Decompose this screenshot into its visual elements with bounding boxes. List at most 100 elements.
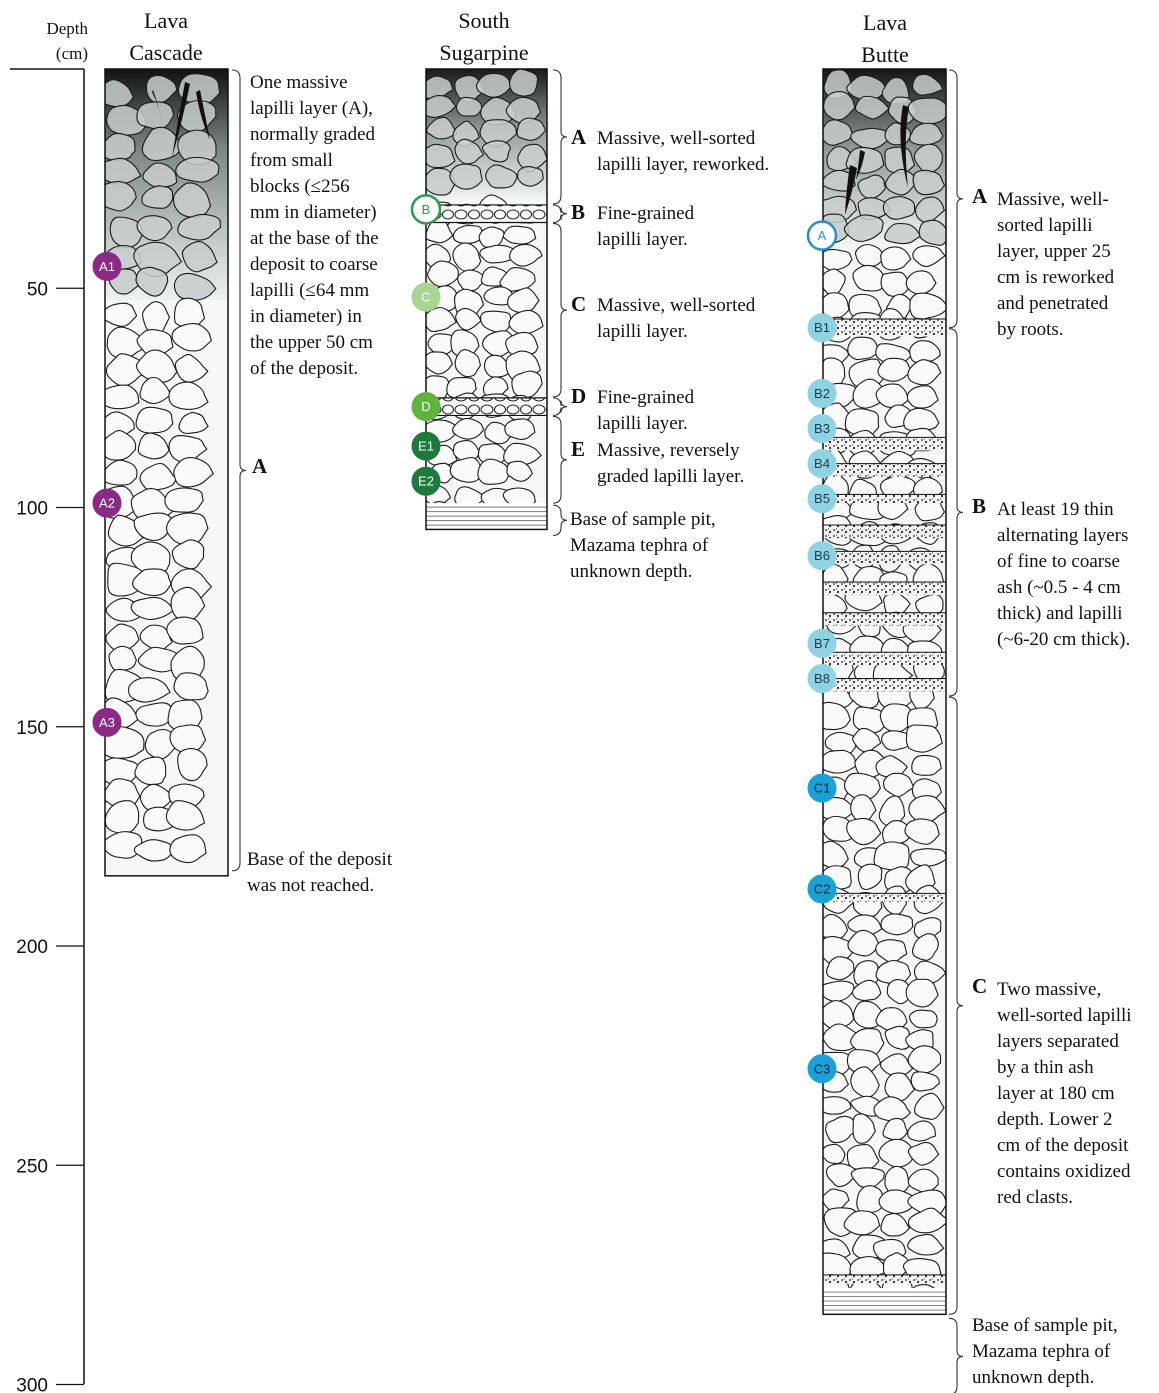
desc-lava-cascade: One massive lapilli layer (A), normally …	[247, 72, 393, 896]
desc-butte-line: contains oxidized	[997, 1161, 1131, 1182]
desc-butte-line: well-sorted lapilli	[997, 1005, 1132, 1026]
sample-marker-label: E1	[418, 439, 434, 454]
desc-butte-line: thick) and lapilli	[997, 603, 1123, 624]
unit-bracket	[949, 70, 963, 328]
sample-marker-label: B4	[814, 456, 830, 471]
desc-cascade-line: deposit to coarse	[250, 254, 378, 275]
sample-marker-label: A3	[99, 715, 115, 730]
desc-sugar-base: Base of sample pit,	[570, 509, 716, 530]
sample-marker-label: A1	[99, 259, 115, 274]
ash-layer	[823, 551, 946, 564]
sample-marker-label: B	[422, 202, 431, 217]
desc-butte-line: by roots.	[997, 319, 1064, 340]
unit-bracket	[553, 70, 567, 204]
clast	[450, 164, 482, 189]
desc-lava-butte: A Massive, well- sorted lapilli layer, u…	[972, 184, 1132, 1388]
desc-cascade-base: Base of the deposit	[247, 849, 393, 870]
title-lava-cascade-2: Cascade	[129, 40, 202, 65]
fine-layer-b	[426, 205, 547, 223]
ash-layer	[823, 652, 946, 665]
unit-letter-cascade-a: A	[252, 454, 268, 478]
desc-butte-line: (~6-20 cm thick).	[997, 629, 1130, 650]
unit-bracket	[553, 416, 567, 503]
ash-layer	[823, 464, 946, 477]
sample-marker-label: A2	[99, 496, 115, 511]
unit-letter-sugar-b: B	[571, 200, 585, 224]
clast	[910, 1010, 938, 1028]
desc-butte-base: Mazama tephra of	[972, 1341, 1111, 1362]
sample-marker-label: C2	[814, 881, 831, 896]
unit-bracket	[949, 697, 963, 1314]
unit-bracket	[553, 223, 567, 396]
ash-layer	[823, 679, 946, 692]
desc-cascade-line: in diameter) in	[250, 306, 362, 327]
ash-layer	[823, 494, 946, 503]
desc-sugar-line: Fine-grained	[597, 203, 695, 224]
desc-south-sugarpine: A Massive, well-sorted lapilli layer, re…	[570, 125, 769, 582]
unit-bracket	[232, 70, 246, 871]
desc-sugar-line: lapilli layer.	[597, 229, 688, 250]
title-lava-butte-2: Butte	[861, 42, 909, 67]
sample-marker-label: B3	[814, 421, 830, 436]
title-lava-butte-1: Lava	[863, 10, 907, 35]
desc-sugar-line: graded lapilli layer.	[597, 466, 744, 487]
unit-letter-sugar-a: A	[571, 125, 587, 149]
desc-butte-line: of fine to coarse	[997, 551, 1120, 572]
sample-marker-label: B1	[814, 320, 830, 335]
column-lava-butte	[814, 69, 949, 1314]
desc-butte-line: depth. Lower 2	[997, 1109, 1113, 1130]
ash-layer	[823, 582, 946, 595]
desc-cascade-base: was not reached.	[247, 875, 374, 896]
sample-marker-label: C1	[814, 781, 831, 796]
sample-marker-label: A	[818, 228, 827, 243]
clast	[912, 755, 942, 775]
clast	[503, 226, 535, 244]
desc-butte-line: Massive, well-	[997, 189, 1109, 210]
axis-title-depth: Depth	[46, 19, 88, 38]
desc-sugar-line: Fine-grained	[597, 387, 695, 408]
unit-letter-sugar-d: D	[571, 384, 586, 408]
desc-sugar-base: unknown depth.	[570, 561, 692, 582]
desc-butte-line: and penetrated	[997, 293, 1109, 314]
desc-butte-line: by a thin ash	[997, 1057, 1094, 1078]
sample-marker-label: B5	[814, 491, 830, 506]
desc-butte-line: cm is reworked	[997, 267, 1115, 288]
sample-marker-label: B8	[814, 671, 830, 686]
clast	[136, 407, 173, 433]
desc-cascade-line: from small	[250, 150, 333, 171]
desc-butte-line: red clasts.	[997, 1187, 1073, 1208]
sample-marker-label: D	[421, 399, 430, 414]
desc-cascade-line: at the base of the	[250, 228, 379, 249]
ash-layer	[823, 319, 946, 337]
desc-butte-line: At least 19 thin	[997, 499, 1114, 520]
clast	[881, 914, 913, 935]
clast	[874, 842, 909, 870]
title-south-sugarpine-2: Sugarpine	[439, 40, 528, 65]
desc-butte-line: cm of the deposit	[997, 1135, 1129, 1156]
desc-sugar-line: lapilli layer.	[597, 413, 688, 434]
clast	[167, 617, 203, 644]
desc-cascade-line: lapilli (≤64 mm	[250, 280, 369, 301]
desc-cascade-line: blocks (≤256	[250, 176, 350, 197]
desc-sugar-line: Massive, well-sorted	[597, 128, 756, 149]
title-south-sugarpine-1: South	[458, 8, 509, 33]
ash-layer	[823, 613, 946, 626]
clast	[450, 457, 482, 482]
unit-letter-sugar-c: C	[571, 292, 586, 316]
unit-letter-butte-a: A	[972, 184, 988, 208]
desc-butte-line: ash (~0.5 - 4 cm	[997, 577, 1121, 598]
sample-marker-label: B6	[814, 548, 830, 563]
desc-sugar-line: lapilli layer, reworked.	[597, 154, 769, 175]
sample-marker-label: C	[421, 290, 430, 305]
desc-sugar-line: Massive, well-sorted	[597, 295, 756, 316]
ash-layer	[823, 525, 946, 538]
unit-bracket	[949, 329, 963, 696]
desc-sugar-line: Massive, reversely	[597, 440, 740, 461]
unit-letter-sugar-e: E	[571, 437, 585, 461]
axis-tick-label: 100	[16, 499, 48, 520]
axis-tick-label: 50	[27, 279, 48, 300]
ash-layer	[823, 437, 946, 450]
axis-tick-label: 150	[16, 718, 48, 739]
ash-layer	[823, 893, 946, 902]
clast	[109, 646, 136, 670]
